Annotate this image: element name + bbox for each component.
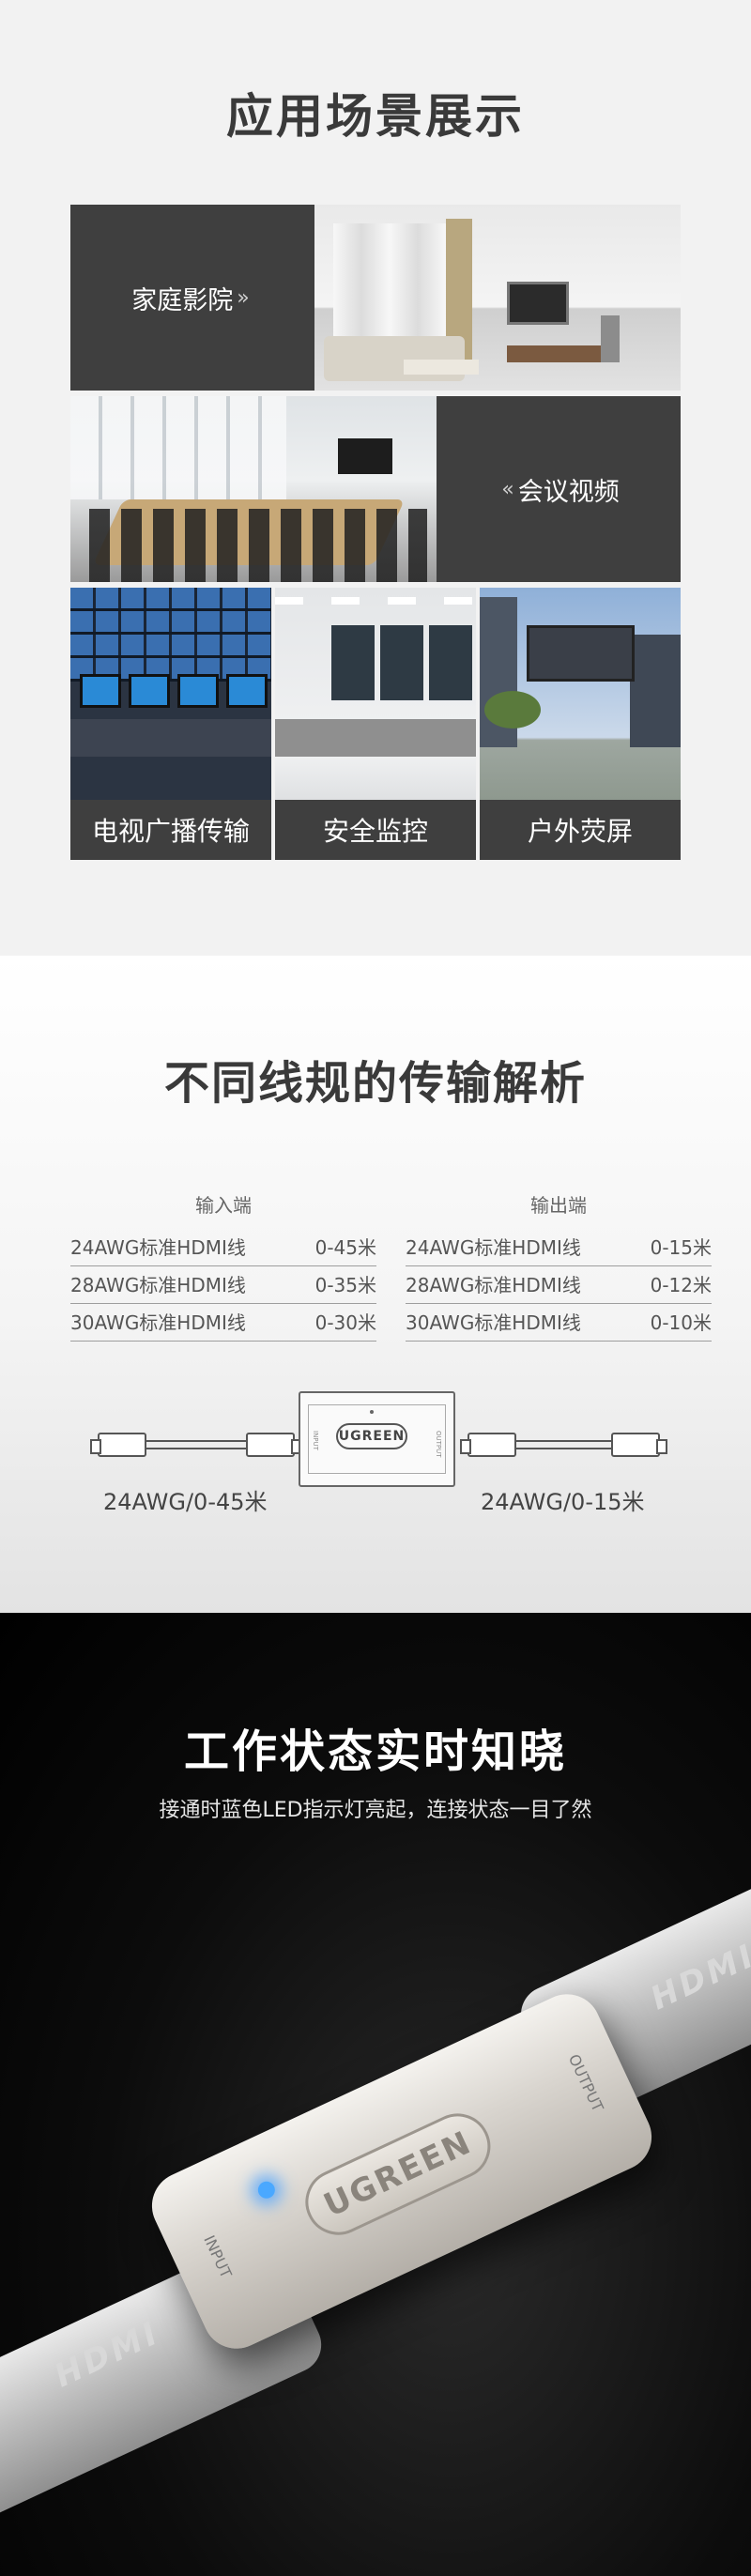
cable-wire xyxy=(146,1440,246,1449)
output-spec-table: 输出端 24AWG标准HDMI线 0-15米 28AWG标准HDMI线 0-12… xyxy=(406,1190,712,1342)
window-shape xyxy=(70,396,286,499)
hdmi-cable-icon xyxy=(90,1433,302,1457)
spec-row-value: 0-15米 xyxy=(650,1236,712,1259)
outdoor-caption: 户外荧屏 xyxy=(480,800,681,860)
home-theater-label-tile: 家庭影院 » xyxy=(70,205,314,391)
spec-row: 30AWG标准HDMI线 0-10米 xyxy=(406,1304,712,1342)
section-title: 工作状态实时知晓 xyxy=(183,1725,567,1778)
led-status-section: 工作状态实时知晓 接通时蓝色LED指示灯亮起，连接状态一目了然 HDMI HDM… xyxy=(0,1613,751,2576)
chevron-left-icon: « xyxy=(501,477,514,501)
spec-row-label: 24AWG标准HDMI线 xyxy=(406,1236,581,1259)
hdmi-plug-icon xyxy=(246,1433,302,1457)
output-header: 输出端 xyxy=(530,1194,587,1217)
input-port-label: INPUT xyxy=(200,2232,236,2281)
spec-row: 24AWG标准HDMI线 0-15米 xyxy=(406,1229,712,1266)
window-shape xyxy=(333,223,446,336)
tree-shape xyxy=(484,691,541,728)
monitor-shape xyxy=(177,674,219,708)
spec-row-label: 28AWG标准HDMI线 xyxy=(406,1274,581,1296)
spec-row-label: 24AWG标准HDMI线 xyxy=(70,1236,246,1259)
outdoor-label: 户外荧屏 xyxy=(527,816,633,847)
hdmi-plug-icon xyxy=(611,1433,667,1457)
control-desk-shape xyxy=(275,719,476,757)
billboard-shape xyxy=(527,625,635,682)
tv-broadcast-caption: 电视广播传输 xyxy=(70,800,271,860)
device-inner-frame xyxy=(308,1404,446,1474)
ugreen-logo: UGREEN xyxy=(336,1423,407,1449)
cable-wire xyxy=(516,1440,611,1449)
security-label: 安全监控 xyxy=(322,816,428,847)
tv-broadcast-tile: 电视广播传输 xyxy=(70,588,271,860)
section-title: 不同线规的传输解析 xyxy=(163,1057,587,1110)
application-scenes-section: 应用场景展示 家庭影院 » « 会议视频 电视广播传输 xyxy=(0,0,751,956)
spec-row: 28AWG标准HDMI线 0-35米 xyxy=(70,1266,376,1304)
input-port-label: INPUT xyxy=(312,1431,319,1450)
tv-cabinet-shape xyxy=(507,345,601,362)
hdmi-cable-icon xyxy=(460,1433,667,1457)
monitor-wall-shape xyxy=(331,625,476,700)
speaker-shape xyxy=(601,315,620,362)
tv-broadcast-label: 电视广播传输 xyxy=(91,816,250,847)
control-desk-shape xyxy=(70,719,271,757)
spec-row-value: 0-45米 xyxy=(314,1236,376,1259)
ugreen-logo: UGREEN xyxy=(294,2102,501,2246)
spec-row: 28AWG标准HDMI线 0-12米 xyxy=(406,1266,712,1304)
hdmi-plug-icon xyxy=(460,1433,516,1457)
hdmi-coupler-device: UGREEN INPUT OUTPUT xyxy=(141,1983,663,2360)
chevron-right-icon: » xyxy=(237,285,250,310)
hdmi-plug-icon xyxy=(90,1433,146,1457)
chairs-shape xyxy=(89,509,427,582)
coffee-table-shape xyxy=(404,360,479,375)
outdoor-tile: 户外荧屏 xyxy=(480,588,681,860)
living-room-photo xyxy=(314,205,681,391)
video-wall-grid xyxy=(70,588,271,682)
led-dot-icon xyxy=(370,1410,374,1414)
spec-row-value: 0-10米 xyxy=(650,1311,712,1334)
spec-row-value: 0-35米 xyxy=(314,1274,376,1296)
section-title: 应用场景展示 xyxy=(226,89,525,144)
spec-row-label: 28AWG标准HDMI线 xyxy=(70,1274,246,1296)
blue-led-indicator-icon xyxy=(254,2178,278,2201)
output-port-label: OUTPUT xyxy=(435,1431,442,1458)
tv-shape xyxy=(507,282,569,325)
meeting-video-label: 会议视频 xyxy=(517,477,620,507)
home-theater-label: 家庭影院 xyxy=(131,285,234,315)
transmission-analysis-section: 不同线规的传输解析 输入端 24AWG标准HDMI线 0-45米 28AWG标准… xyxy=(0,956,751,1613)
input-spec-table: 输入端 24AWG标准HDMI线 0-45米 28AWG标准HDMI线 0-35… xyxy=(70,1190,376,1342)
monitor-shape xyxy=(129,674,170,708)
monitor-shape xyxy=(80,674,121,708)
output-cable-caption: 24AWG/0-15米 xyxy=(481,1489,645,1515)
building-shape xyxy=(630,635,681,747)
spec-row-label: 30AWG标准HDMI线 xyxy=(70,1311,246,1334)
display-screen-shape xyxy=(338,438,392,474)
monitor-shape xyxy=(226,674,268,708)
meeting-video-label-tile: « 会议视频 xyxy=(437,396,681,582)
meeting-room-photo xyxy=(70,396,437,582)
output-port-label: OUTPUT xyxy=(564,2051,607,2115)
security-tile: 安全监控 xyxy=(275,588,476,860)
spec-row-value: 0-30米 xyxy=(314,1311,376,1334)
security-caption: 安全监控 xyxy=(275,800,476,860)
input-cable-caption: 24AWG/0-45米 xyxy=(103,1489,268,1515)
spec-row-label: 30AWG标准HDMI线 xyxy=(406,1311,581,1334)
section-subtitle: 接通时蓝色LED指示灯亮起，连接状态一目了然 xyxy=(159,1799,592,1822)
hdmi-extender-device-icon: UGREEN INPUT OUTPUT xyxy=(299,1391,455,1487)
spec-row-value: 0-12米 xyxy=(650,1274,712,1296)
input-header: 输入端 xyxy=(195,1194,252,1217)
ceiling-lights-shape xyxy=(275,597,476,605)
spec-row: 30AWG标准HDMI线 0-30米 xyxy=(70,1304,376,1342)
spec-row: 24AWG标准HDMI线 0-45米 xyxy=(70,1229,376,1266)
